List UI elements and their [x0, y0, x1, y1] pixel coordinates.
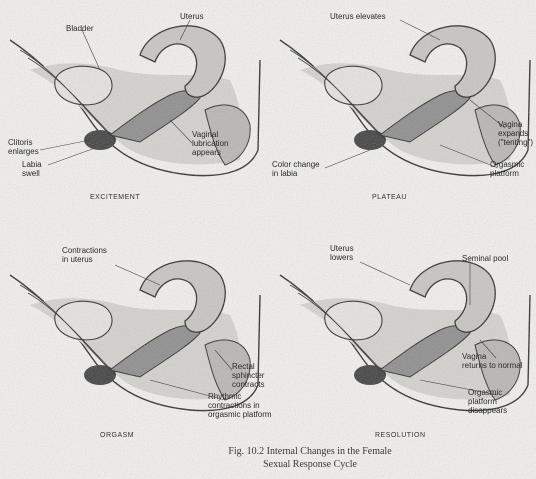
label-rectal-sphincter: Rectal sphincter contracts — [232, 362, 264, 389]
label-uterus: Uterus — [180, 12, 204, 21]
stage-label-excitement: EXCITEMENT — [90, 194, 140, 201]
label-contractions-uterus: Contractions in uterus — [62, 246, 107, 264]
label-bladder: Bladder — [66, 24, 94, 33]
label-rhythmic-contractions: Rhythmic contractions in orgasmic platfo… — [208, 392, 272, 419]
figure-caption-line2: Sexual Response Cycle — [90, 459, 530, 470]
label-vaginal-lubrication: Vaginal lubrication appears — [192, 130, 228, 157]
label-uterus-lowers: Uterus lowers — [330, 244, 354, 262]
label-labia-swell: Labia swell — [22, 160, 42, 178]
label-seminal-pool: Seminal pool — [462, 254, 508, 263]
figure-caption-line1: Fig. 10.2 Internal Changes in the Female — [90, 446, 530, 457]
label-color-change-labia: Color change in labia — [272, 160, 320, 178]
stage-label-orgasm: ORGASM — [100, 432, 134, 439]
label-orgasmic-platform-disappears: Orgasmic platform disappears — [468, 388, 507, 415]
label-uterus-elevates: Uterus elevates — [330, 12, 386, 21]
label-vagina-expands: Vagina expands ("tenting") — [498, 120, 533, 147]
stage-label-plateau: PLATEAU — [372, 194, 407, 201]
label-orgasmic-platform: Orgasmic platform — [490, 160, 524, 178]
label-clitoris-enlarges: Clitoris enlarges — [8, 138, 39, 156]
label-vagina-returns: Vagina returns to normal — [462, 352, 522, 370]
stage-label-resolution: RESOLUTION — [375, 432, 426, 439]
